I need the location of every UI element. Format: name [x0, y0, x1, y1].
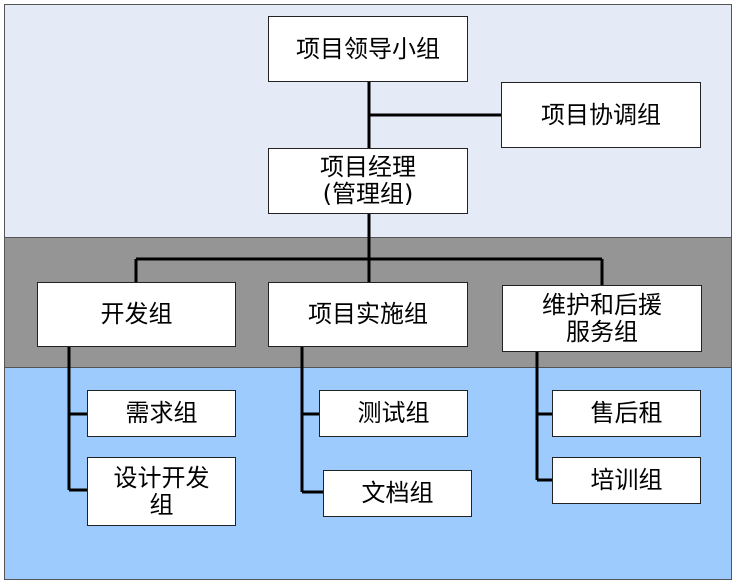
node-impl-child-1: 测试组: [319, 390, 468, 437]
node-dev: 开发组: [37, 282, 236, 347]
node-support-child-1: 售后租: [552, 390, 701, 437]
node-impl-child-2: 文档组: [323, 470, 472, 517]
node-manager: 项目经理 (管理组): [268, 148, 468, 214]
node-leadership: 项目领导小组: [268, 16, 468, 82]
node-support-child-2: 培训组: [552, 457, 701, 504]
node-coordination: 项目协调组: [501, 82, 701, 148]
node-impl: 项目实施组: [268, 282, 468, 347]
node-support: 维护和后援 服务组: [502, 285, 702, 352]
node-dev-child-2: 设计开发 组: [87, 457, 236, 526]
node-dev-child-1: 需求组: [87, 390, 236, 437]
